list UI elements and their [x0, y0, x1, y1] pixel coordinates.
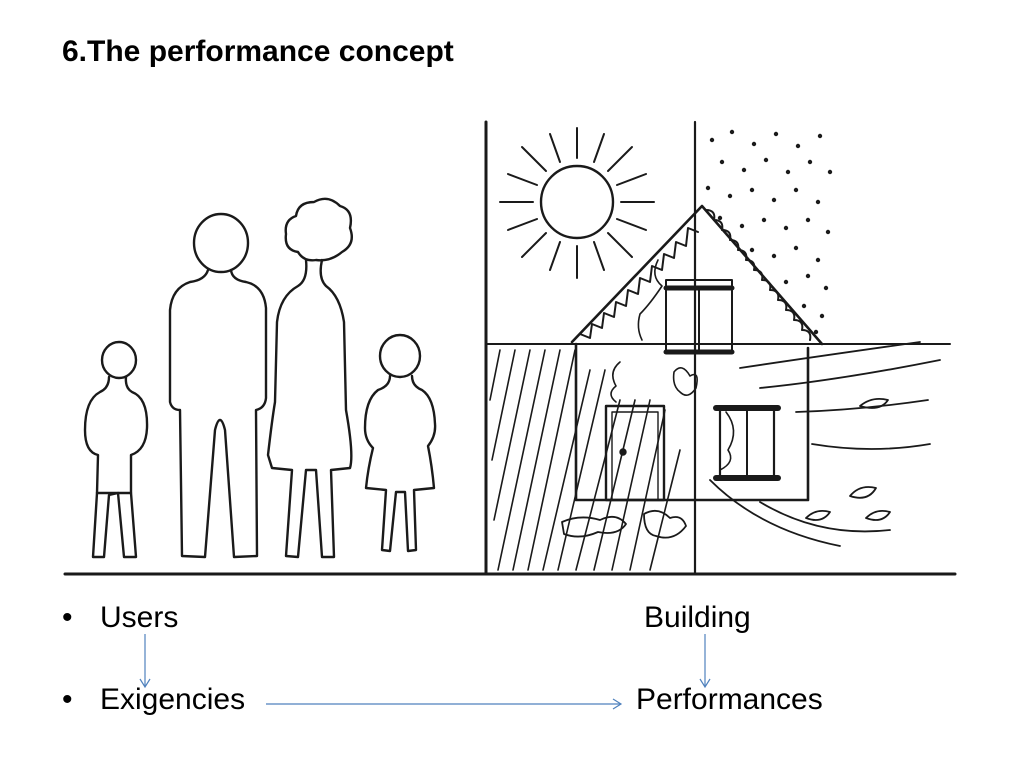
users-label: Users: [100, 601, 179, 634]
snow-pattern: [705, 129, 833, 335]
performance-concept-illustration: [63, 120, 957, 576]
bullet-marker-row1: •: [62, 601, 73, 634]
woman-figure: [266, 197, 353, 559]
bullet-marker-row2: •: [62, 683, 73, 716]
exigencies-label: Exigencies: [100, 683, 246, 716]
man-figure: [168, 212, 268, 559]
wind-pattern: [709, 341, 941, 547]
child-figure-right: [363, 333, 437, 553]
rain-pattern: [489, 349, 681, 571]
exigencies-to-performances-arrowhead: [612, 698, 623, 710]
page-title: 6.The performance concept: [62, 35, 454, 68]
building-label: Building: [644, 601, 751, 634]
house-drawing: [561, 204, 824, 539]
sun-icon: [499, 127, 655, 279]
child-figure-left: [83, 340, 149, 559]
performances-label: Performances: [636, 683, 823, 716]
